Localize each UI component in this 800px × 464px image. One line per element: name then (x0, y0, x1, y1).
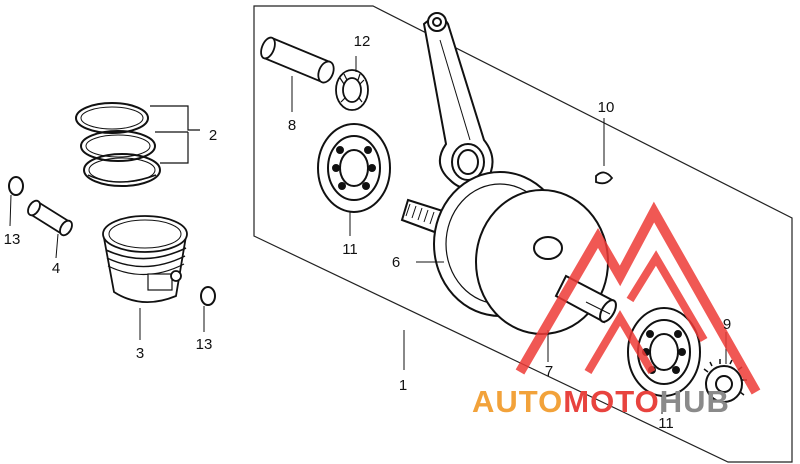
connecting-rod (422, 12, 494, 190)
woodruff-key-10 (595, 118, 614, 185)
callout-12: 12 (354, 33, 371, 50)
callout-4: 4 (52, 260, 60, 277)
callout-2: 2 (209, 127, 217, 144)
crankshaft (400, 171, 617, 362)
callout-13-left: 13 (4, 231, 21, 248)
snap-ring-13-left (8, 176, 24, 227)
callout-11-upper: 11 (342, 241, 358, 258)
assembly-outline (253, 5, 793, 463)
callout-3: 3 (136, 345, 144, 362)
callout-6: 6 (392, 254, 400, 271)
needle-bearing-12 (335, 56, 369, 111)
callout-8: 8 (288, 117, 296, 134)
leader-2 (150, 105, 200, 164)
callout-11-lower: 11 (658, 415, 674, 432)
piston-rings (75, 102, 161, 187)
snap-ring-13-right (200, 286, 216, 332)
sprocket-9 (703, 332, 747, 403)
crank-pin-8 (260, 36, 335, 112)
callout-7: 7 (545, 363, 553, 380)
piston-pin-4 (27, 199, 73, 259)
callout-10: 10 (598, 99, 615, 116)
piston-3 (102, 215, 188, 340)
callout-13-right: 13 (196, 336, 213, 353)
callout-1: 1 (399, 377, 407, 394)
ball-bearing-11-upper (317, 123, 391, 236)
watermark-logo-icon (515, 201, 761, 395)
callout-9: 9 (723, 316, 731, 333)
watermark-text: AUTOMOTOHUB (472, 384, 730, 419)
